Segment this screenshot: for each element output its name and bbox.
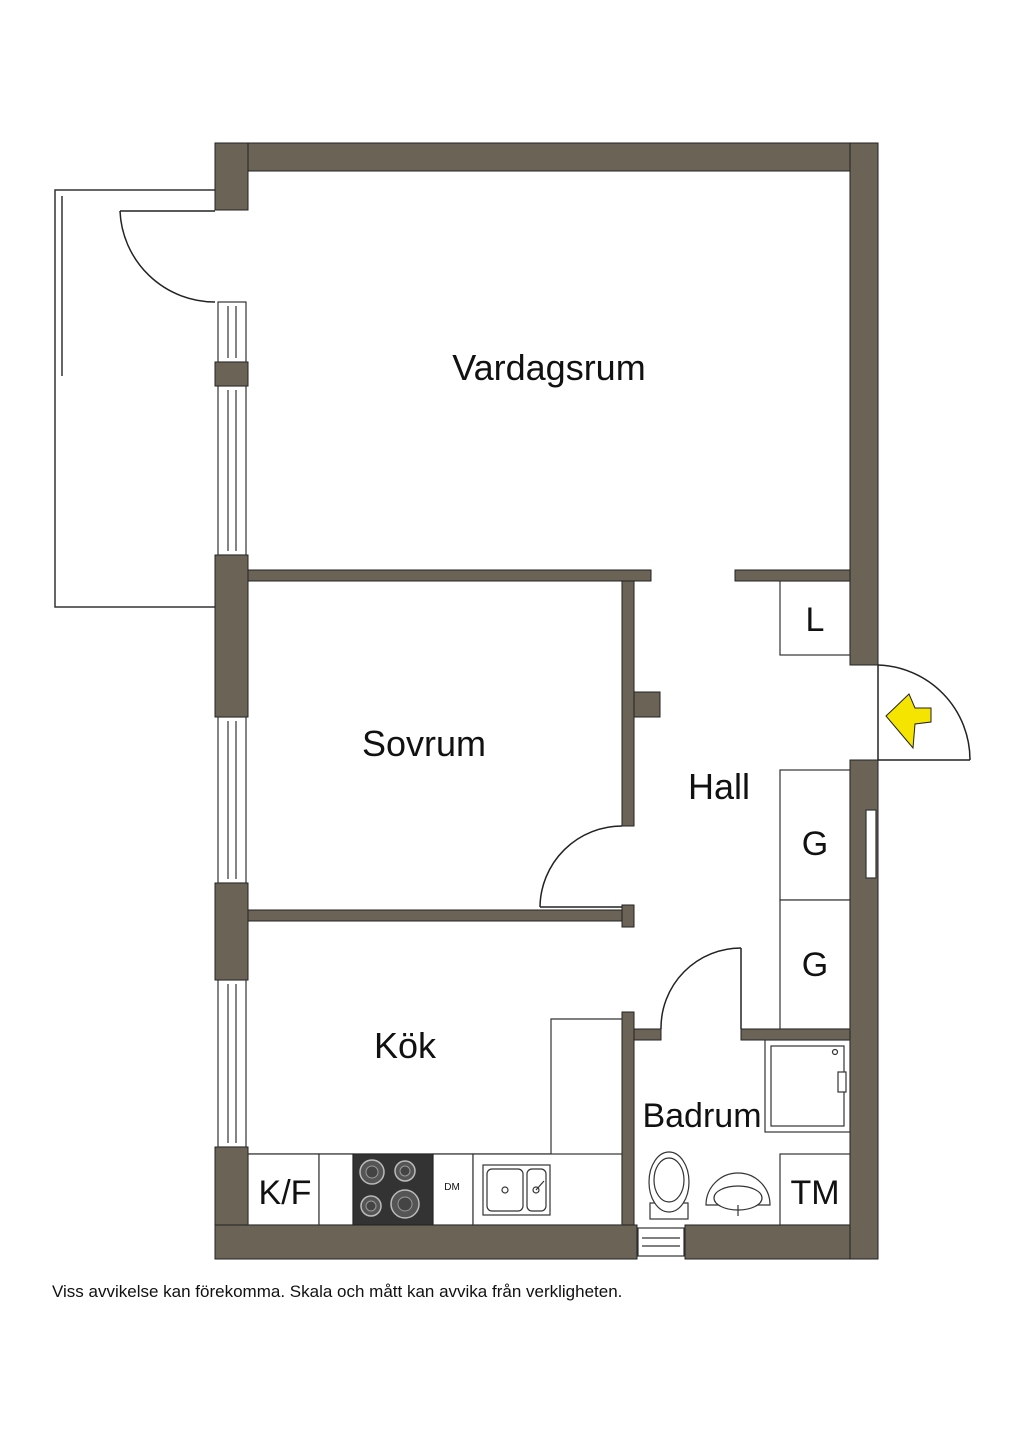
bathroom-fixtures [648,1039,851,1226]
interior-walls [247,569,851,1226]
hall-closets [779,580,851,1030]
entrance-door [877,664,971,761]
stove [352,1153,434,1226]
room-label-kok: Kök [374,1025,437,1066]
label-wardrobe-1: G [802,825,828,863]
room-label-sovrum: Sovrum [362,723,486,764]
room-label-vardagsrum: Vardagsrum [452,347,645,388]
label-fridge-freezer: K/F [259,1174,312,1212]
label-wardrobe-2: G [802,946,828,984]
room-label-hall: Hall [688,766,750,807]
label-washing-machine: TM [790,1174,839,1212]
label-dishwasher: DM [444,1182,460,1193]
windows [217,301,877,1257]
balcony [54,189,215,608]
kitchen-sink [482,1164,551,1216]
label-linen-closet: L [806,601,825,639]
room-label-badrum: Badrum [642,1097,761,1135]
disclaimer-text: Viss avvikelse kan förekomma. Skala och … [52,1282,623,1301]
balcony-door [119,210,216,303]
interior-doors [539,825,742,1030]
entrance-arrow-icon [885,693,932,750]
outer-walls [214,142,879,1260]
